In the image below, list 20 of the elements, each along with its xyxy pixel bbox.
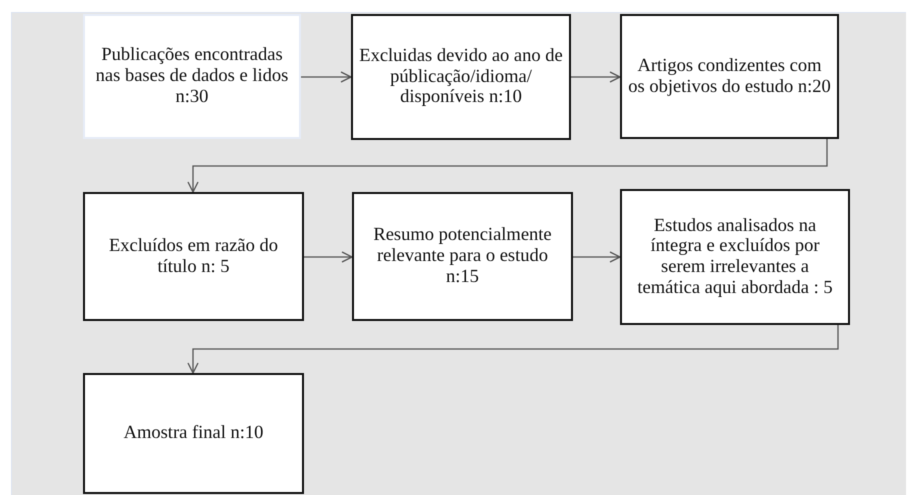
process-box: [352, 192, 573, 321]
process-box: [351, 14, 571, 140]
box-text: Estudos analisados na íntegra e excluídos por serem irrelevantes a temática aqui abordada : 5: [636, 216, 834, 298]
box-text: Excluídos em razão do título n: 5: [108, 236, 279, 278]
arrow: [187, 325, 839, 374]
arrow: [301, 71, 352, 83]
arrow: [187, 139, 828, 193]
box-text: Publicações encontradas nas bases de dados e lidos n:30: [94, 45, 290, 108]
process-box: [83, 192, 304, 321]
arrow: [571, 71, 621, 83]
process-box: [83, 14, 301, 139]
arrow: [304, 251, 353, 263]
box-text: Resumo potencialmente relevante para o estudo n:15: [372, 225, 553, 288]
box-text: Artigos condizentes com os objetivos do estudo n:20: [628, 56, 831, 98]
process-box: [620, 189, 850, 325]
process-box: [620, 14, 839, 139]
box-text: Amostra final n:10: [124, 423, 264, 444]
process-box: [83, 373, 304, 494]
box-text: Excluidas devido ao ano de públicação/idioma/ disponíveis n:10: [359, 46, 563, 108]
arrow: [573, 251, 621, 263]
